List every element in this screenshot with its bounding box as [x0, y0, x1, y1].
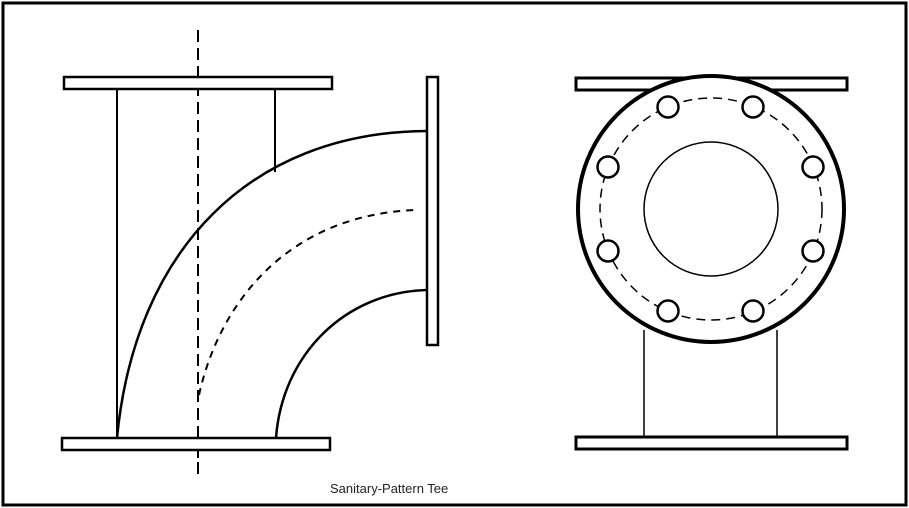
bolt-circle: [599, 97, 823, 321]
branch-outer-curve: [115, 129, 428, 439]
bottom-flange: [60, 436, 332, 452]
bolt-holes: [596, 95, 825, 323]
end-flange-face: [576, 74, 846, 344]
end-view: [574, 74, 849, 451]
top-flange: [62, 75, 334, 91]
branch-inner-curve: [274, 288, 428, 439]
bore-circle: [643, 141, 779, 277]
branch-centerline: [198, 209, 416, 396]
bolt-hole: [801, 239, 825, 263]
bolt-hole: [596, 239, 620, 263]
bolt-hole: [656, 95, 680, 119]
branch-flange: [425, 75, 440, 347]
bolt-hole: [741, 299, 765, 323]
bolt-hole: [596, 155, 620, 179]
bolt-hole: [741, 95, 765, 119]
bolt-hole: [801, 155, 825, 179]
diagram-caption: Sanitary-Pattern Tee: [330, 481, 449, 496]
end-bottom-flange: [574, 435, 849, 451]
bolt-hole: [656, 299, 680, 323]
side-view: [60, 30, 440, 478]
